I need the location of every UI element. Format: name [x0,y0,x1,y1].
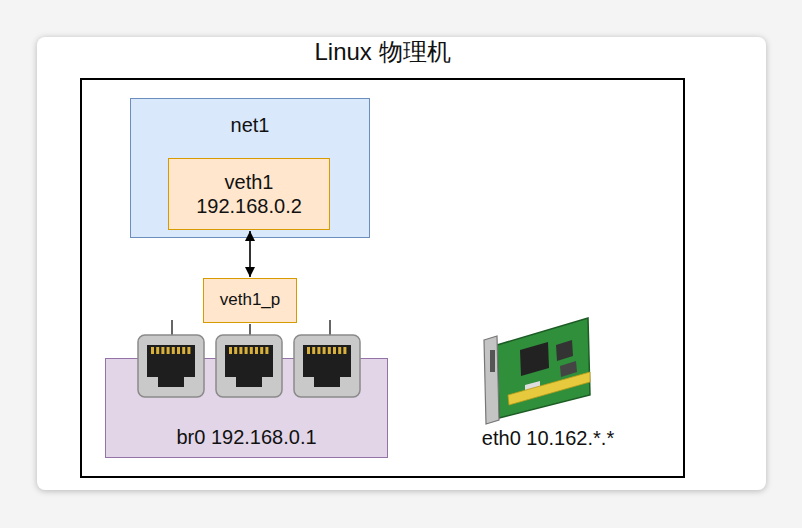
nic-card [484,318,590,424]
node-title: net1 [231,113,270,137]
label-holder: eth0 10.162.*.* [428,426,668,450]
node-title: veth1 [225,170,274,194]
node-title: Linux 物理机 [314,38,450,67]
node-title: veth1_p [220,290,281,310]
host-frame: Linux 物理机net1veth1192.168.0.2veth1_pbr0 … [80,78,685,478]
interface-box: veth1_p [203,278,297,323]
namespace-box: net1 veth1192.168.0.2 [130,98,370,238]
bridge-box: br0 192.168.0.1 [105,358,388,458]
node-address: 192.168.0.2 [196,194,302,218]
interface-label: eth0 10.162.*.* [428,426,668,450]
interface-box: veth1192.168.0.2 [168,158,330,230]
node-title: br0 192.168.0.1 [176,425,316,449]
